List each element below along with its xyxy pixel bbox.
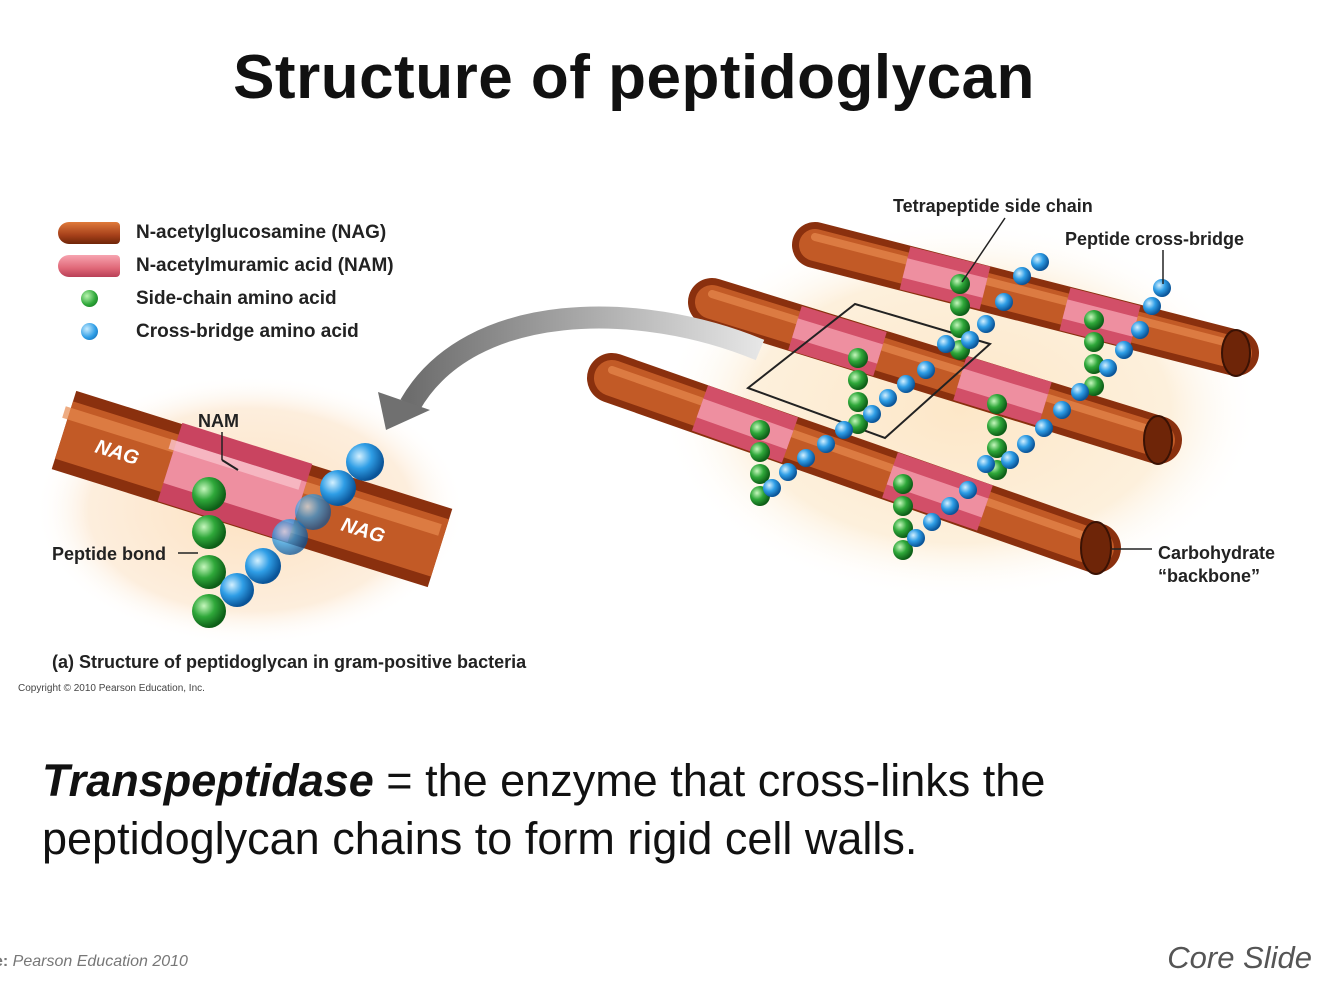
legend-item-cross-bridge: Cross-bridge amino acid bbox=[54, 315, 394, 348]
legend-label: Side-chain amino acid bbox=[136, 287, 337, 309]
definition-body: = the enzyme that cross-links the peptid… bbox=[42, 755, 1046, 864]
green-sphere-icon bbox=[80, 290, 98, 307]
glycan-strand-middle bbox=[688, 278, 1182, 465]
legend-label: Cross-bridge amino acid bbox=[136, 320, 359, 342]
cross-bridges bbox=[763, 253, 1171, 547]
definition-term: Transpeptidase bbox=[42, 755, 374, 806]
slide-tag: Core Slide bbox=[1167, 940, 1312, 975]
tetrapeptide-pointer bbox=[961, 217, 1006, 283]
legend: N-acetylglucosamine (NAG) N-acetylmurami… bbox=[54, 216, 394, 348]
zoom-arrow bbox=[400, 306, 765, 411]
nam-label: NAM bbox=[198, 411, 239, 431]
legend-label: N-acetylglucosamine (NAG) bbox=[136, 221, 387, 243]
peptide-bond-label: Peptide bond bbox=[52, 544, 166, 564]
legend-item-nam: N-acetylmuramic acid (NAM) bbox=[54, 249, 394, 282]
peptidoglycan-diagram: Tetrapeptide side chain Peptide cross-br… bbox=[35, 196, 1275, 645]
side-chains bbox=[750, 274, 1104, 560]
nam-segment-icon bbox=[58, 254, 120, 277]
figure-caption: (a) Structure of peptidoglycan in gram-p… bbox=[52, 652, 526, 673]
inset-region-box bbox=[745, 302, 993, 440]
caption-text: Structure of peptidoglycan in gram-posit… bbox=[79, 652, 527, 672]
legend-label: N-acetylmuramic acid (NAM) bbox=[136, 254, 394, 276]
definition-text: Transpeptidase = the enzyme that cross-l… bbox=[42, 752, 1282, 868]
backbone-label-line2: “backbone” bbox=[1158, 566, 1260, 586]
source-credit: e: Pearson Education 2010 bbox=[0, 953, 188, 971]
source-text: Pearson Education 2010 bbox=[8, 953, 188, 970]
caption-part: (a) bbox=[52, 652, 74, 672]
zoom-arrow-head bbox=[378, 392, 430, 430]
copyright-notice: Copyright © 2010 Pearson Education, Inc. bbox=[18, 683, 205, 694]
slide-title: Structure of peptidoglycan bbox=[233, 43, 1035, 112]
tetrapeptide-label: Tetrapeptide side chain bbox=[893, 196, 1093, 216]
cross-bridge-label: Peptide cross-bridge bbox=[1065, 229, 1244, 249]
zoom-inset: NAG NAG NAM Peptide bond bbox=[51, 390, 453, 628]
blue-sphere-icon bbox=[80, 323, 98, 340]
legend-item-side-chain: Side-chain amino acid bbox=[54, 282, 394, 315]
source-prefix: e: bbox=[0, 953, 9, 970]
nag-segment-icon bbox=[58, 221, 120, 244]
legend-item-nag: N-acetylglucosamine (NAG) bbox=[54, 216, 394, 249]
backbone-label-line1: Carbohydrate bbox=[1158, 543, 1275, 563]
